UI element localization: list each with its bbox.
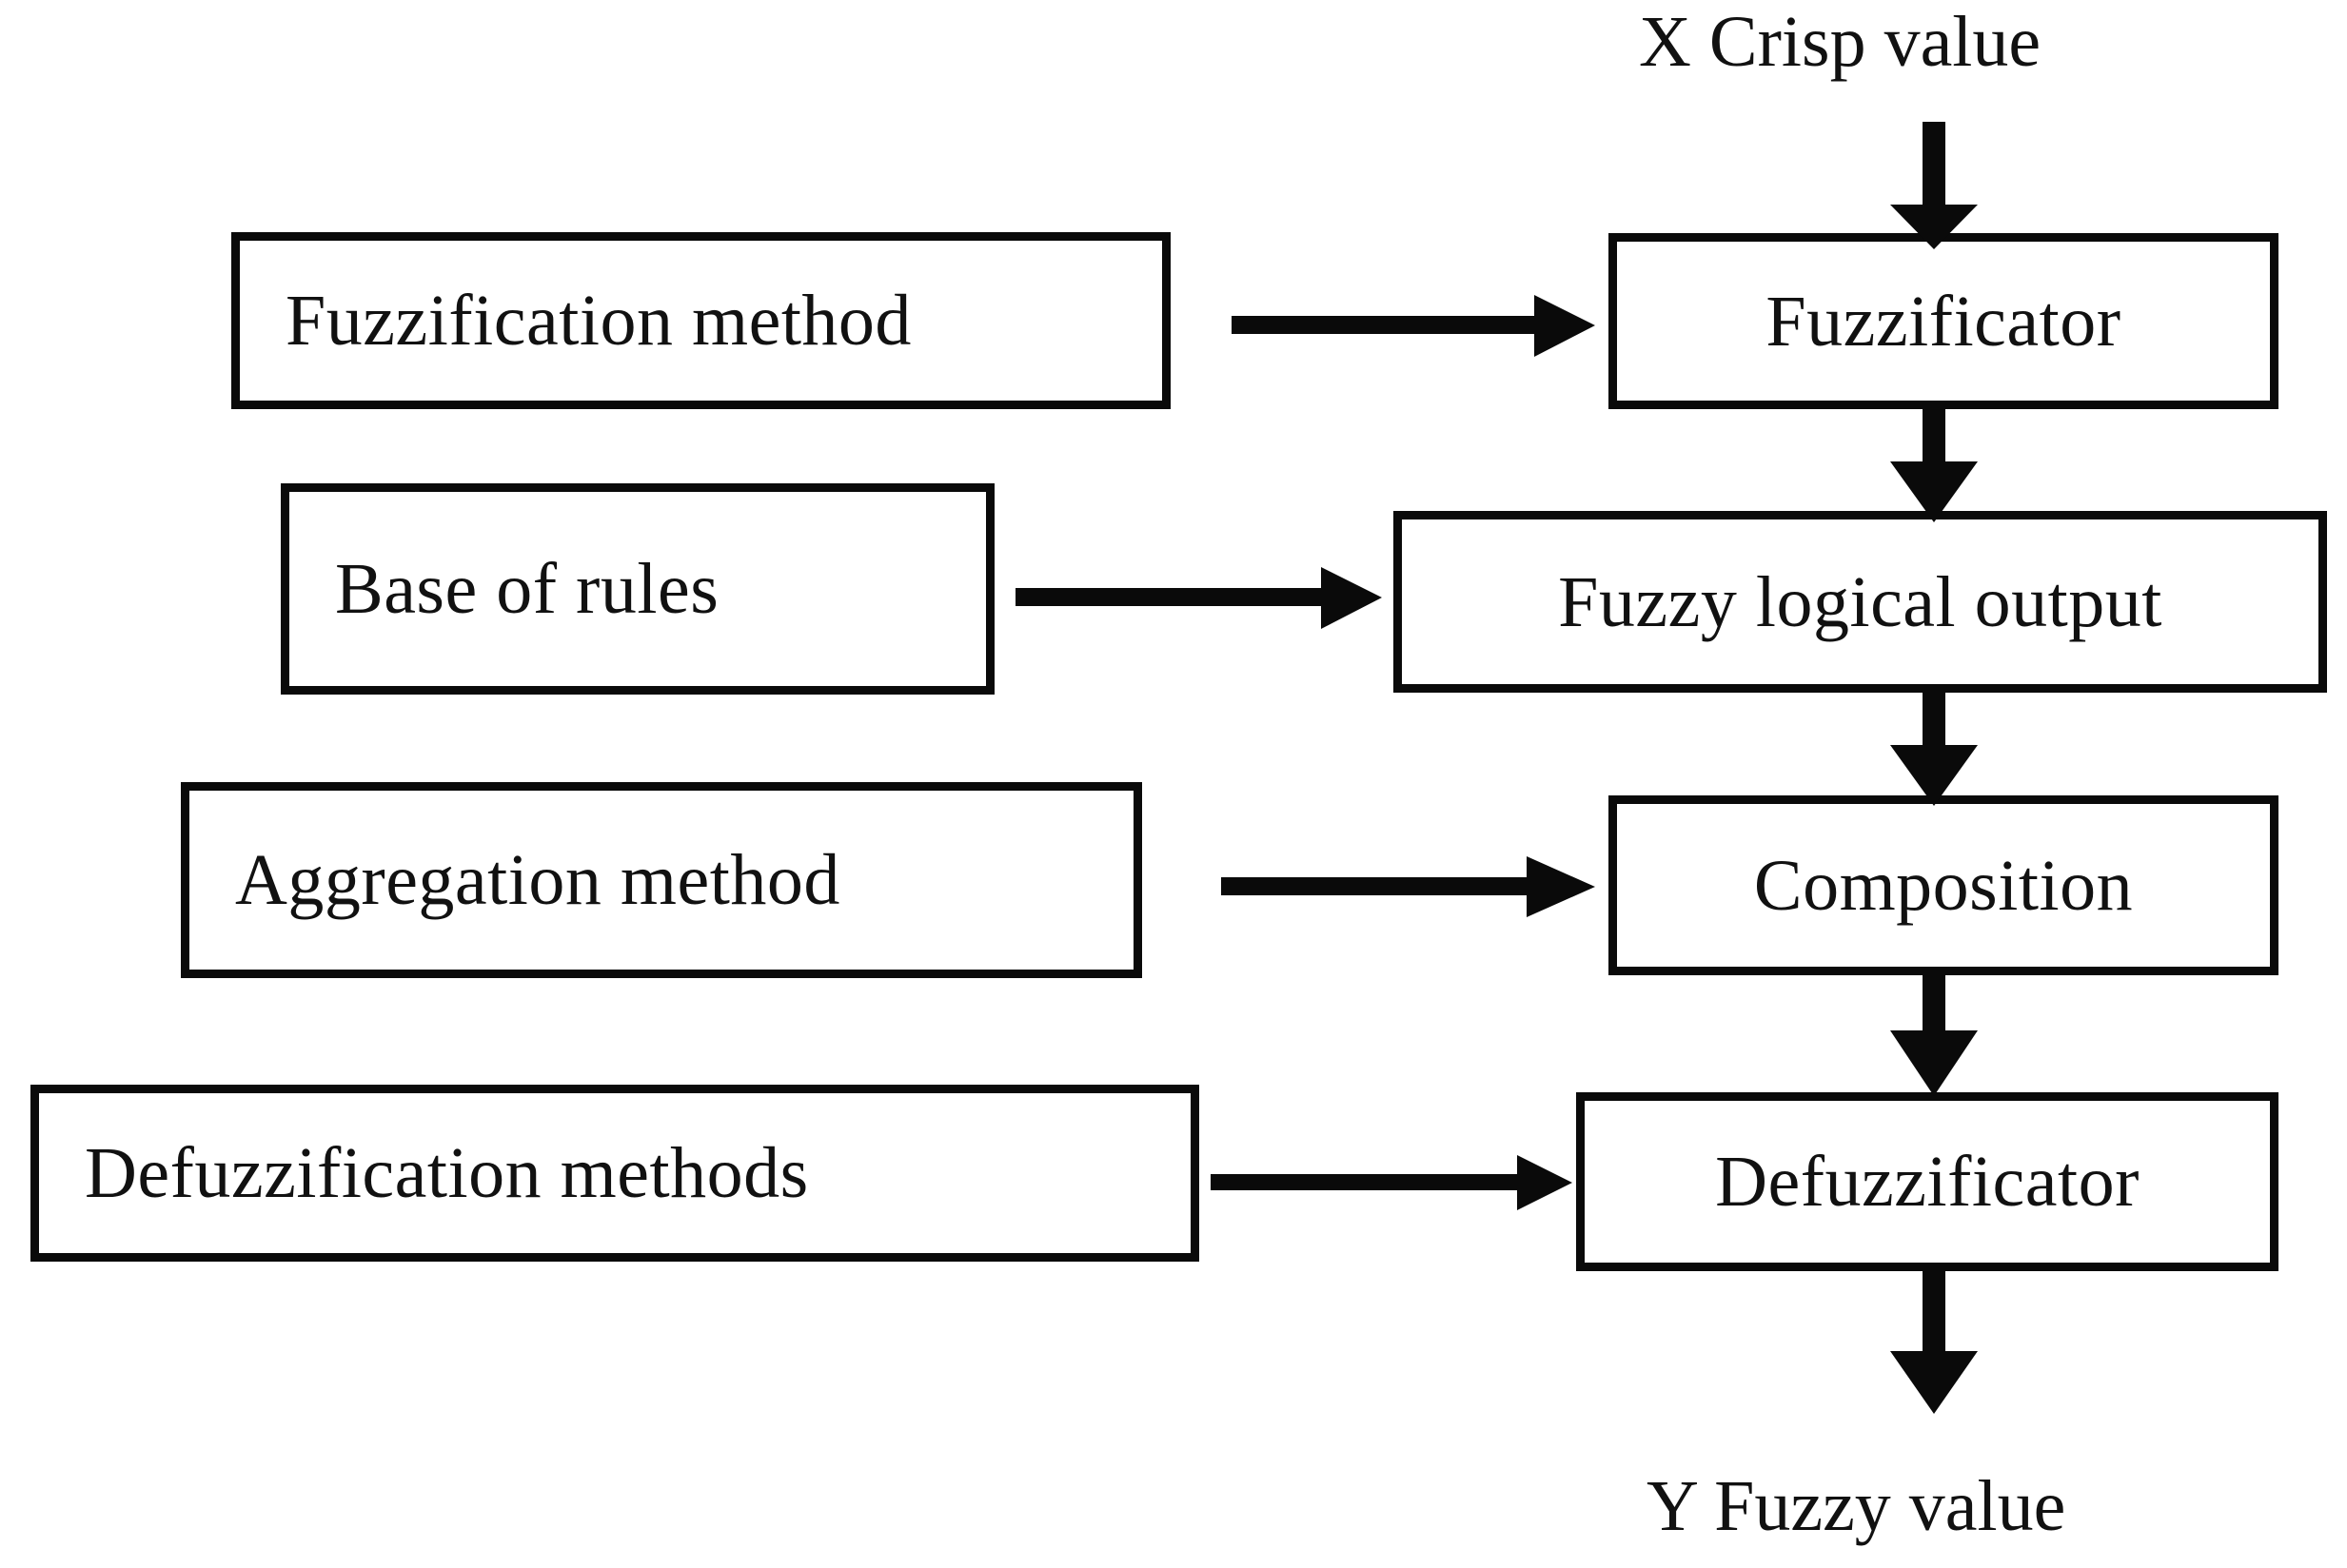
box-fuzzification-method[interactable]: Fuzzification method	[231, 232, 1171, 409]
box-aggregation-method[interactable]: Aggregation method	[181, 782, 1142, 978]
box-aggregation-method-label: Aggregation method	[235, 840, 840, 920]
box-defuzzificator-label: Defuzzificator	[1715, 1142, 2140, 1222]
box-fuzzificator[interactable]: Fuzzificator	[1608, 233, 2278, 409]
input-label-x-crisp-value: X Crisp value	[1639, 2, 2041, 82]
box-fuzzificator-label: Fuzzificator	[1765, 281, 2121, 362]
arrow-base-of-rules-to-fuzzy-logical-output	[1016, 567, 1382, 629]
arrow-defuzzification-methods-to-defuzzificator	[1211, 1155, 1572, 1210]
box-defuzzification-methods[interactable]: Defuzzification methods	[30, 1085, 1199, 1262]
arrow-composition-to-defuzzificator	[1890, 970, 1978, 1096]
arrow-aggregation-method-to-composition	[1221, 856, 1595, 917]
box-base-of-rules[interactable]: Base of rules	[281, 483, 995, 695]
arrow-input-to-fuzzificator	[1890, 122, 1978, 249]
box-composition[interactable]: Composition	[1608, 795, 2278, 975]
box-defuzzificator[interactable]: Defuzzificator	[1576, 1092, 2278, 1271]
arrow-defuzzificator-to-output	[1890, 1265, 1978, 1414]
box-fuzzy-logical-output[interactable]: Fuzzy logical output	[1393, 511, 2327, 693]
arrow-fuzzy-logical-output-to-composition	[1890, 687, 1978, 806]
box-composition-label: Composition	[1753, 845, 2134, 926]
box-fuzzy-logical-output-label: Fuzzy logical output	[1558, 561, 2162, 642]
output-label-y-fuzzy-value: Y Fuzzy value	[1647, 1466, 2066, 1546]
arrow-fuzzification-method-to-fuzzificator	[1232, 295, 1595, 357]
arrow-fuzzificator-to-fuzzy-logical-output	[1890, 403, 1978, 522]
box-fuzzification-method-label: Fuzzification method	[286, 281, 912, 361]
box-base-of-rules-label: Base of rules	[335, 549, 720, 629]
box-defuzzification-methods-label: Defuzzification methods	[85, 1133, 809, 1213]
